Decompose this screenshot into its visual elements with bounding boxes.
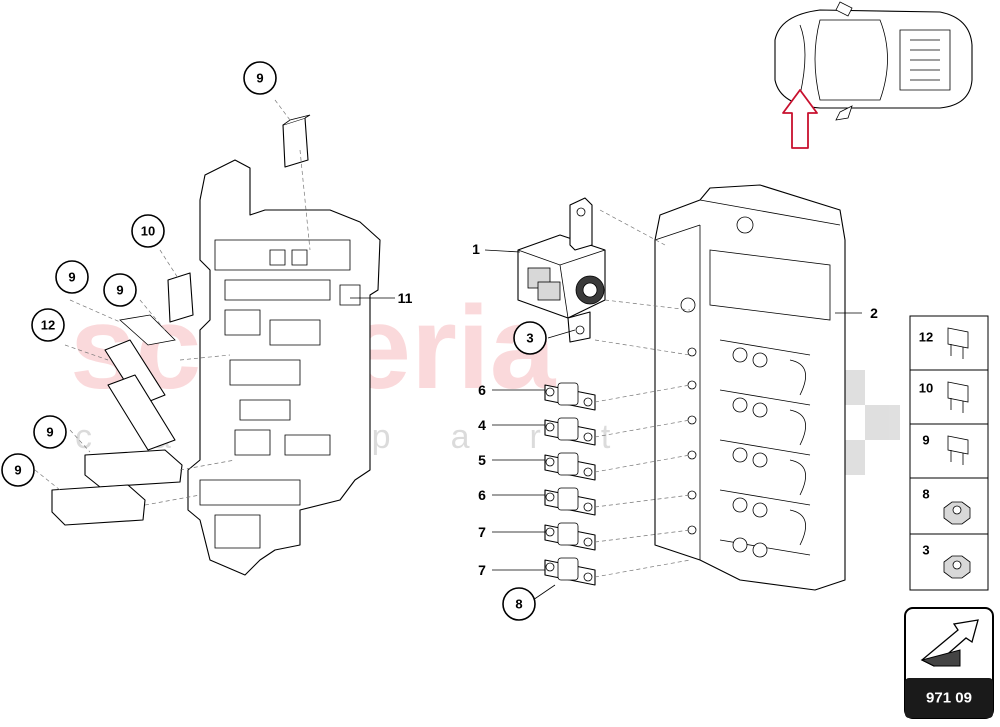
watermark-sub: car parts: [75, 418, 747, 456]
legend-number: 8: [922, 487, 929, 502]
label-1[interactable]: 1: [472, 241, 480, 257]
label-2[interactable]: 2: [870, 305, 878, 321]
callout-label: 9: [14, 463, 21, 478]
callout-label: 9: [46, 425, 53, 440]
legend-number: 12: [919, 330, 933, 345]
legend-row-10[interactable]: 10: [909, 369, 989, 425]
callout-8[interactable]: 8: [502, 587, 536, 621]
label-7a[interactable]: 7: [478, 524, 486, 540]
legend-number: 10: [919, 381, 933, 396]
callout-9-c[interactable]: 9: [33, 415, 67, 449]
legend-row-8[interactable]: 8: [909, 477, 989, 535]
fuse-icon: [947, 381, 969, 413]
fuse-icon: [947, 327, 969, 359]
legend-row-3[interactable]: 3: [909, 533, 989, 591]
label-7b[interactable]: 7: [478, 562, 486, 578]
fuse-carrier: [654, 184, 846, 591]
legend-number: 9: [922, 433, 929, 448]
part-labels: 11 1 2 6 4 5 6 7 7: [398, 241, 879, 578]
label-11[interactable]: 11: [398, 290, 413, 306]
nut-icon: [943, 555, 971, 579]
car-top-view-icon: [774, 1, 973, 121]
callout-label: 12: [41, 318, 55, 333]
left-guides: [34, 99, 311, 506]
callout-9-top[interactable]: 9: [243, 61, 277, 95]
carrier-terminals: [687, 347, 768, 558]
callout-10[interactable]: 10: [131, 214, 165, 248]
fuse-12-group: [104, 314, 176, 451]
callout-9-a[interactable]: 9: [55, 260, 89, 294]
callout-label: 10: [141, 224, 155, 239]
relay-lower-b: [51, 484, 146, 526]
fuse-link-6a: [544, 382, 596, 411]
label-5[interactable]: 5: [478, 452, 486, 468]
relay-10: [167, 272, 194, 323]
power-distributor: [517, 197, 606, 343]
legend: 12 10 9 8: [909, 315, 989, 591]
relay-carrier-bracket: [187, 159, 381, 576]
fuse-link-6b: [544, 487, 596, 516]
fuse-link-7b: [544, 557, 596, 586]
label-4[interactable]: 4: [478, 417, 486, 433]
center-guides: [594, 209, 691, 578]
footer-code: 971 09: [926, 690, 972, 707]
car-locator: [774, 1, 973, 149]
legend-row-12[interactable]: 12: [909, 315, 989, 371]
label-6a[interactable]: 6: [478, 382, 486, 398]
callout-label: 9: [116, 283, 123, 298]
relay-top: [282, 114, 311, 168]
callout-12[interactable]: 12: [31, 308, 65, 342]
nut-icon: [943, 501, 971, 525]
up-arrow-icon: [782, 89, 818, 149]
callout-3[interactable]: 3: [513, 321, 547, 355]
callout-label: 9: [256, 71, 263, 86]
callout-label: 3: [526, 331, 533, 346]
callout-9-b[interactable]: 9: [103, 273, 137, 307]
leader-lines: [350, 249, 862, 601]
callout-9-d[interactable]: 9: [1, 453, 35, 487]
arrow-icon: [920, 619, 979, 667]
fuse-icon: [947, 435, 969, 465]
legend-number: 3: [922, 543, 929, 558]
callout-label: 9: [68, 270, 75, 285]
fuse-link-5: [544, 452, 596, 481]
footer-badge[interactable]: 971 09: [904, 607, 994, 719]
fuse-link-7a: [544, 522, 596, 551]
legend-row-9[interactable]: 9: [909, 423, 989, 479]
label-6b[interactable]: 6: [478, 487, 486, 503]
callout-label: 8: [515, 597, 522, 612]
fuse-link-4: [544, 417, 596, 446]
relay-lower-a: [84, 449, 183, 488]
fuse-link-stack: [544, 382, 596, 586]
callouts: 9 10 9 9 12 9 9 3: [1, 61, 547, 621]
